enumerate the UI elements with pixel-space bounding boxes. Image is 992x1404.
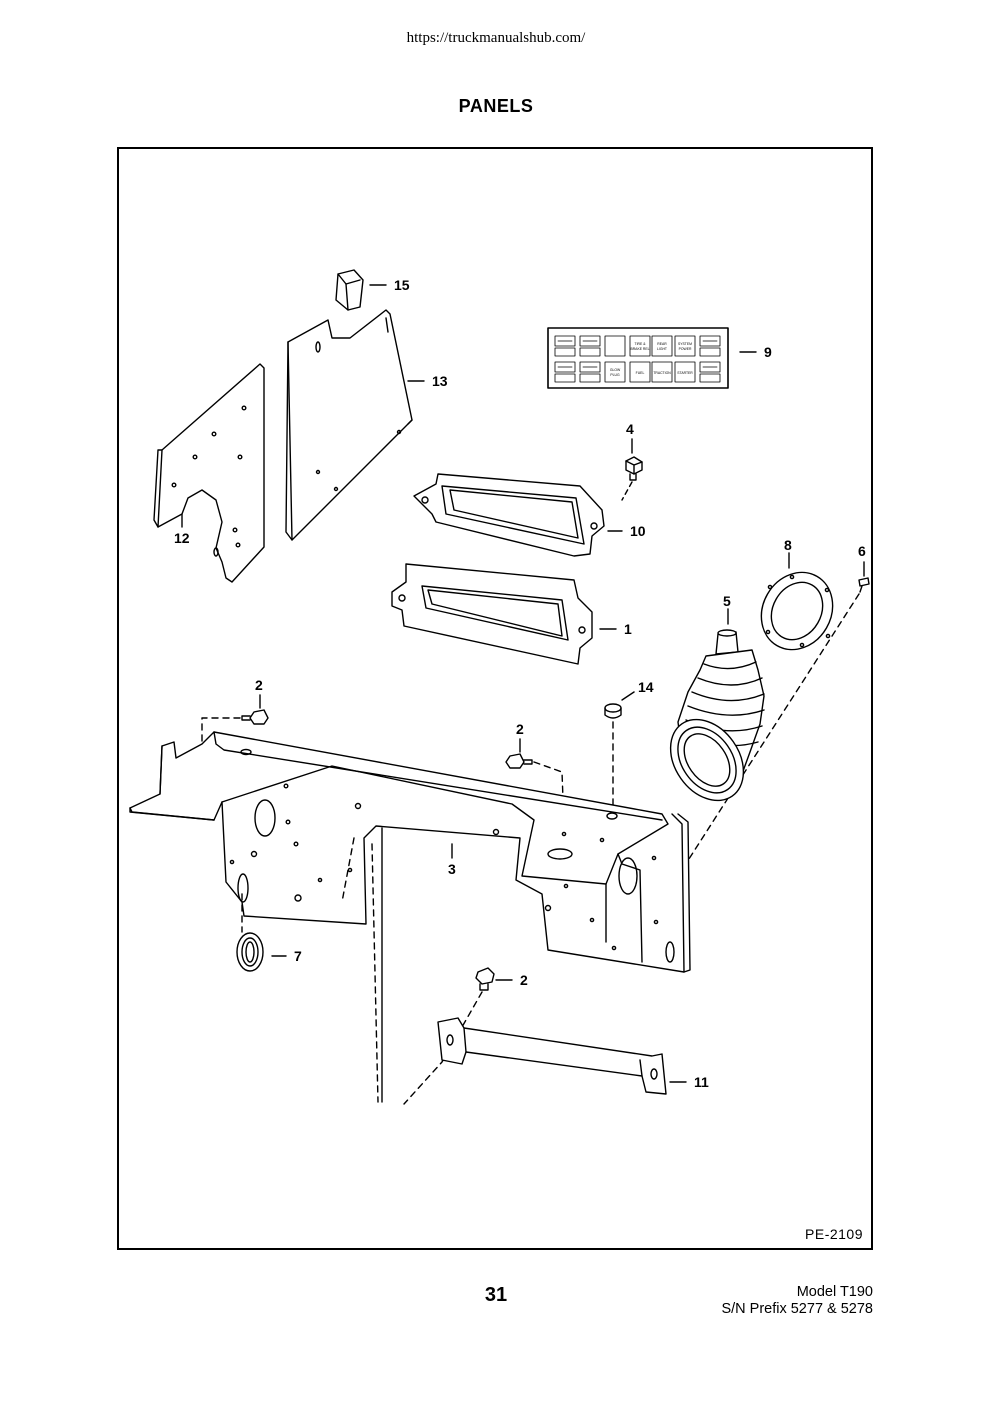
button-glow-plug-line1: GLOW xyxy=(610,368,621,372)
callout-12: 12 xyxy=(174,530,190,546)
page-number: 31 xyxy=(484,1284,508,1306)
exploded-view-drawing: 15 13 12 xyxy=(129,269,870,1105)
button-starter: STARTER xyxy=(677,371,693,375)
button-system-power-line1: SYSTEM xyxy=(678,342,692,346)
part-6-screw xyxy=(858,577,870,593)
part-2-bolt-center xyxy=(505,753,533,769)
callout-2-bottom: 2 xyxy=(520,972,528,988)
callout-9: 9 xyxy=(764,344,772,360)
part-3-main-bracket xyxy=(129,731,691,1103)
source-url[interactable]: https://truckmanualshub.com/ xyxy=(406,30,586,46)
callout-11: 11 xyxy=(694,1074,709,1090)
part-7-grommet xyxy=(236,932,264,972)
part-9-switch-panel: TIRE & BRAKE REL REAR LIGHT SYSTEM POWER… xyxy=(547,327,729,389)
part-2-bolt-bottom xyxy=(475,967,495,991)
button-traction: TRACTION xyxy=(653,371,671,375)
callout-5: 5 xyxy=(723,593,731,609)
part-4-bolt xyxy=(625,456,643,481)
callout-13: 13 xyxy=(432,373,448,389)
part-10-bezel xyxy=(413,473,605,557)
callout-15: 15 xyxy=(394,277,410,293)
button-tire-brake-line2: BRAKE REL xyxy=(630,347,649,351)
part-2-bolt-left xyxy=(241,709,269,725)
callout-7: 7 xyxy=(294,948,302,964)
page-title: PANELS xyxy=(458,96,534,116)
button-system-power-line2: POWER xyxy=(679,347,692,351)
part-8-flange-ring xyxy=(760,571,834,651)
serial-prefix: S/N Prefix 5277 & 5278 xyxy=(721,1301,873,1317)
callout-1: 1 xyxy=(624,621,632,637)
button-fuel: FUEL xyxy=(636,371,645,375)
part-12-panel xyxy=(153,363,265,583)
part-11-strap xyxy=(437,1017,667,1095)
callout-10: 10 xyxy=(630,523,646,539)
button-glow-plug-line2: PLUG xyxy=(610,373,620,377)
callout-8: 8 xyxy=(784,537,792,553)
callout-3: 3 xyxy=(448,861,456,877)
button-rear-light-line2: LIGHT xyxy=(657,347,667,351)
model-info: Model T190 S/N Prefix 5277 & 5278 xyxy=(721,1284,873,1318)
parts-diagram: 15 13 12 xyxy=(117,147,873,1250)
part-14-plug xyxy=(604,703,622,719)
callout-2-top-left: 2 xyxy=(255,677,263,693)
part-1-gasket xyxy=(391,563,593,665)
part-15-block xyxy=(335,269,364,311)
callout-14: 14 xyxy=(638,679,654,695)
callout-2-center: 2 xyxy=(516,721,524,737)
callout-4: 4 xyxy=(626,421,634,437)
button-tire-brake-line1: TIRE & xyxy=(635,342,647,346)
model-name: Model T190 xyxy=(796,1284,873,1300)
button-rear-light-line1: REAR xyxy=(657,342,667,346)
drawing-code: PE-2109 xyxy=(805,1226,863,1242)
callout-6: 6 xyxy=(858,543,866,559)
part-13-panel xyxy=(285,309,413,541)
part-5-boot xyxy=(669,629,765,802)
